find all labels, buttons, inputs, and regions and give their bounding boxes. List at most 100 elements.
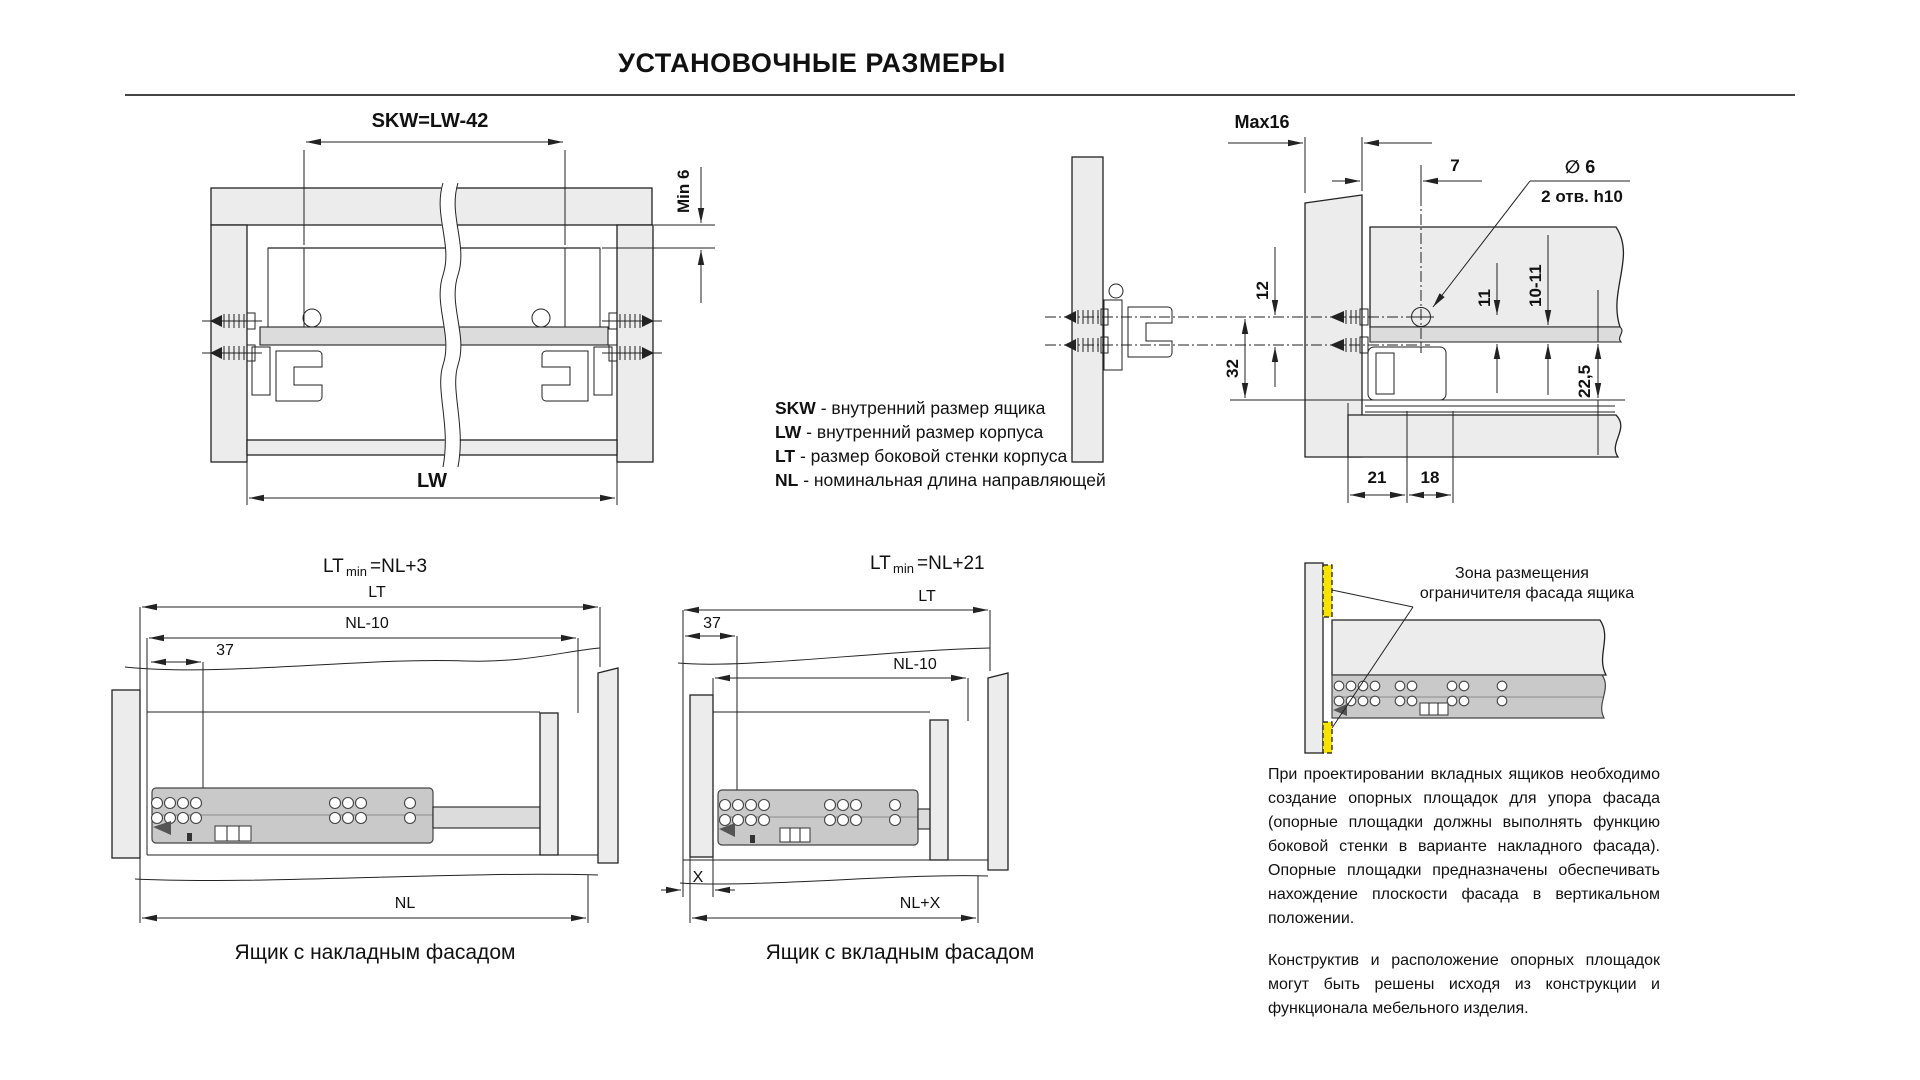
legend: SKW - внутренний размер ящика LW - внутр… (775, 396, 1106, 492)
cabinet-rear-panel (987, 672, 1009, 871)
screw-icon (202, 344, 262, 362)
fixing-hole (1408, 165, 1434, 353)
leader-line (1331, 606, 1414, 729)
formula: LT min =NL+3 (323, 556, 427, 579)
hole-callout: ∅ 6 2 отв. h10 (1432, 157, 1630, 308)
title-rule (125, 94, 1795, 96)
legend-desc: - внутренний размер ящика (820, 398, 1046, 418)
cabinet-left-panel (210, 224, 248, 463)
drawer-section (259, 247, 609, 346)
dim-nlx-label: NL+X (900, 895, 941, 912)
dim-12: 12 (1253, 247, 1279, 387)
drawer-side-slab (1331, 619, 1608, 676)
slide-ball-right (531, 308, 551, 328)
dim-lt: LT (684, 588, 991, 671)
cabinet-top-panel (210, 187, 653, 226)
dim-10-11-label: 10-11 (1526, 264, 1545, 307)
slide-clip-right (541, 350, 589, 402)
dim-37-label: 37 (703, 615, 721, 632)
rail-adjuster (779, 827, 811, 843)
cabinet-rear-panel (597, 667, 619, 864)
rail-front-hook (1333, 704, 1347, 716)
dim-nl: NL (142, 875, 589, 923)
drawer-rail (1331, 674, 1607, 719)
rail-holes (150, 796, 417, 825)
dim-x: X (661, 857, 735, 897)
screw-icon (602, 312, 662, 330)
legend-desc: - номинальная длина направляющей (803, 470, 1106, 490)
break-wave-bottom (134, 873, 599, 882)
dim-22-5: 22,5 (1575, 290, 1602, 455)
formula-sub: min (893, 561, 914, 576)
screw-icon (1064, 308, 1109, 326)
legend-item: SKW - внутренний размер ящика (775, 396, 1106, 420)
formula-base: LT (870, 553, 891, 574)
slide-clip-left (275, 350, 323, 402)
mounting-screws (202, 312, 662, 362)
break-wave-top (124, 647, 601, 671)
diagram-overlay-front: LT min =NL+3 LT NL-10 37 (111, 556, 619, 964)
screw-icon (1330, 336, 1369, 354)
hole-dia-label: ∅ 6 (1565, 157, 1595, 177)
legend-item: NL - номинальная длина направляющей (775, 468, 1106, 492)
break-wave-bottom (679, 875, 989, 885)
rail-lines (1365, 405, 1615, 413)
limiter-zone-strip-bottom (1322, 721, 1333, 754)
screw-icon (602, 344, 662, 362)
diagram-limiter-zone: Зона размещения ограничителя фасада ящик… (1304, 562, 1634, 754)
rail-holes (718, 798, 902, 827)
dim-7: 7 (1332, 156, 1482, 185)
dim-nl10-label: NL-10 (893, 656, 937, 673)
caption: Ящик с накладным фасадом (235, 941, 516, 964)
dim-12-label: 12 (1253, 281, 1272, 300)
formula-rest: =NL+21 (917, 553, 985, 574)
rail-front-hook (153, 821, 171, 835)
formula-rest: =NL+3 (370, 556, 427, 577)
slide-ball-left (302, 308, 322, 328)
dim-21-label: 21 (1368, 468, 1387, 487)
screw-icon (1064, 336, 1109, 354)
dim-max16-label: Max16 (1234, 112, 1289, 132)
cabinet-right-panel (616, 224, 654, 463)
dim-lt-label: LT (918, 588, 936, 605)
screw-icon (202, 312, 262, 330)
note-paragraph-1: При проектировании вкладных ящиков необх… (1268, 766, 1660, 927)
dim-37: 37 (151, 642, 234, 790)
legend-item: LT - размер боковой стенки корпуса (775, 444, 1106, 468)
dim-32: 32 (1223, 319, 1625, 401)
drawer-back-panel (539, 712, 559, 856)
dim-22-5-label: 22,5 (1575, 365, 1594, 398)
formula-sub: min (346, 564, 367, 579)
legend-term: SKW (775, 398, 816, 418)
dim-min6-label: Min 6 (674, 170, 693, 213)
legend-desc: - внутренний размер корпуса (806, 422, 1044, 442)
dim-lw-label: LW (417, 470, 447, 492)
drawer-back-panel (929, 719, 949, 861)
legend-item: LW - внутренний размер корпуса (775, 420, 1106, 444)
zone-label-line1: Зона размещения (1455, 565, 1589, 582)
dim-skw-label: SKW=LW-42 (372, 110, 489, 132)
dim-min6: Min 6 (602, 167, 715, 303)
dim-32-label: 32 (1223, 359, 1242, 378)
drawer-rail (717, 789, 919, 846)
diagram-front-detail: Max16 7 ∅ 6 2 отв. h10 12 32 (1045, 112, 1630, 503)
dim-nl10: NL-10 (715, 656, 969, 721)
inset-front-panel (689, 694, 714, 858)
diagram-inset-front: LT min =NL+21 LT 37 NL-10 (661, 553, 1034, 964)
overlay-front-panel (111, 689, 141, 859)
break-lines (439, 180, 462, 469)
dim-lw: LW (246, 459, 618, 505)
dim-nl10: NL-10 (149, 615, 579, 713)
dim-lt-label: LT (368, 584, 386, 601)
notes: При проектировании вкладных ящиков необх… (1268, 763, 1660, 1039)
dim-max16: Max16 (1228, 112, 1432, 193)
limiter-zone-strip-top (1322, 564, 1333, 618)
rail-rear-bar (917, 808, 931, 830)
bottom-bar (1347, 414, 1622, 458)
slide-hardware (251, 308, 613, 402)
dim-7-label: 7 (1450, 156, 1459, 175)
dim-nl-label: NL (395, 895, 416, 912)
dim-18-label: 18 (1421, 468, 1440, 487)
dim-37-label: 37 (216, 642, 234, 659)
